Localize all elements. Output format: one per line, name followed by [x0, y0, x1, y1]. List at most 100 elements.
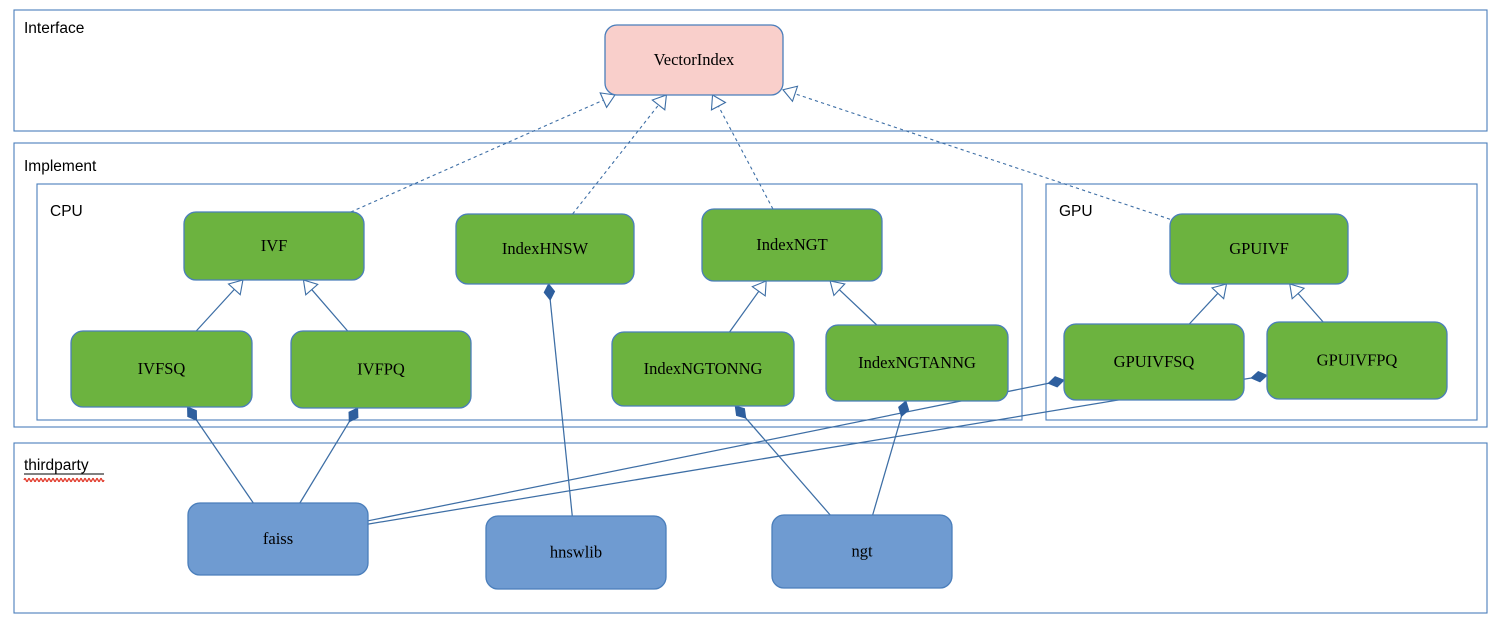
edge-line-hnswlib-to-indexhnsw	[549, 298, 573, 517]
node-ivfpq[interactable]: IVFPQ	[290, 330, 472, 409]
node-box-ivf[interactable]	[183, 211, 365, 281]
edge-line-indexhnsw-to-vectorindex	[572, 103, 661, 215]
edge-line-indexngt-to-vectorindex	[717, 104, 774, 210]
edge-gpuivfsq-to-gpuivf	[1188, 283, 1228, 325]
composition-diamond-faiss-to-ivfsq	[187, 406, 198, 421]
edge-line-faiss-to-ivfpq	[299, 420, 351, 504]
arrowhead-indexngtonng-to-indexngt	[751, 280, 767, 297]
edge-faiss-to-gpuivfpq	[367, 370, 1268, 525]
edge-line-ngt-to-indexngtonng	[744, 416, 831, 516]
edge-ivf-to-vectorindex	[350, 92, 616, 213]
arrowhead-indexngt-to-vectorindex	[710, 94, 727, 111]
edge-line-indexngtanng-to-indexngt	[837, 288, 878, 326]
edge-indexngt-to-vectorindex	[710, 94, 774, 210]
container-label-interface: Interface	[24, 20, 84, 37]
edge-line-faiss-to-gpuivfpq	[367, 377, 1253, 525]
node-label-indexhnsw: IndexHNSW	[502, 239, 589, 258]
composition-diamond-faiss-to-ivfpq	[348, 407, 359, 423]
node-ivfsq[interactable]: IVFSQ	[70, 330, 253, 408]
node-ivf[interactable]: IVF	[183, 211, 365, 281]
node-box-indexngtanng[interactable]	[825, 324, 1009, 402]
edge-ivfpq-to-ivf	[302, 279, 349, 332]
spellcheck-squiggle-thirdparty	[23, 477, 105, 483]
arrowhead-ivfpq-to-ivf	[302, 279, 319, 296]
edge-gpuivfpq-to-gpuivf	[1289, 283, 1324, 323]
edge-line-gpuivf-to-vectorindex	[793, 92, 1171, 220]
node-label-gpuivfsq: GPUIVFSQ	[1114, 352, 1195, 371]
edge-line-gpuivfpq-to-gpuivf	[1296, 291, 1324, 323]
edge-line-faiss-to-ivfsq	[195, 419, 254, 504]
node-box-gpuivf[interactable]	[1169, 213, 1349, 285]
node-label-indexngtanng: IndexNGTANNG	[858, 353, 976, 372]
node-faiss[interactable]: faiss	[187, 502, 369, 576]
edge-gpuivf-to-vectorindex	[782, 85, 1171, 220]
composition-diamond-ngt-to-indexngtonng	[734, 405, 747, 419]
edge-line-ivf-to-vectorindex	[350, 98, 606, 213]
edge-faiss-to-gpuivfsq	[367, 376, 1065, 522]
node-label-ivfsq: IVFSQ	[138, 359, 186, 378]
node-box-indexngt[interactable]	[701, 208, 883, 282]
arrowhead-indexngtanng-to-indexngt	[829, 280, 846, 297]
node-gpuivfpq[interactable]: GPUIVFPQ	[1266, 321, 1448, 400]
edge-line-ngt-to-indexngtanng	[872, 415, 903, 516]
edge-indexngtonng-to-indexngt	[729, 280, 767, 333]
node-box-ivfpq[interactable]	[290, 330, 472, 409]
node-indexngtanng[interactable]: IndexNGTANNG	[825, 324, 1009, 402]
node-label-ngt: ngt	[851, 541, 873, 560]
composition-diamond-faiss-to-gpuivfsq	[1047, 376, 1065, 388]
edge-faiss-to-ivfpq	[299, 407, 359, 504]
arrowhead-gpuivfsq-to-gpuivf	[1210, 283, 1228, 300]
composition-diamond-ngt-to-indexngtanng	[898, 400, 910, 418]
node-indexngtonng[interactable]: IndexNGTONNG	[611, 331, 795, 407]
node-box-indexhnsw[interactable]	[455, 213, 635, 285]
edge-line-ivfsq-to-ivf	[195, 287, 236, 332]
node-box-hnswlib[interactable]	[485, 515, 667, 590]
node-label-indexngtonng: IndexNGTONNG	[644, 359, 763, 378]
edge-indexhnsw-to-vectorindex	[572, 94, 668, 215]
node-vectorindex[interactable]: VectorIndex	[604, 24, 784, 96]
container-label-gpu: GPU	[1059, 203, 1093, 220]
composition-diamond-hnswlib-to-indexhnsw	[543, 283, 556, 301]
node-label-ivf: IVF	[261, 236, 288, 255]
node-box-indexngtonng[interactable]	[611, 331, 795, 407]
node-label-hnswlib: hnswlib	[550, 542, 602, 561]
node-gpuivf[interactable]: GPUIVF	[1169, 213, 1349, 285]
arrowhead-indexhnsw-to-vectorindex	[651, 94, 668, 111]
edge-hnswlib-to-indexhnsw	[543, 283, 573, 517]
edge-faiss-to-ivfsq	[187, 406, 254, 504]
edge-indexngtanng-to-indexngt	[829, 280, 878, 326]
node-box-gpuivfpq[interactable]	[1266, 321, 1448, 400]
edge-line-indexngtonng-to-indexngt	[729, 289, 761, 333]
node-gpuivfsq[interactable]: GPUIVFSQ	[1063, 323, 1245, 401]
edge-ngt-to-indexngtanng	[872, 400, 910, 516]
arrowhead-gpuivfpq-to-gpuivf	[1289, 283, 1306, 300]
node-box-faiss[interactable]	[187, 502, 369, 576]
node-label-ivfpq: IVFPQ	[357, 359, 405, 378]
arrowhead-ivfsq-to-ivf	[227, 279, 244, 296]
node-label-gpuivf: GPUIVF	[1229, 239, 1289, 258]
node-indexngt[interactable]: IndexNGT	[701, 208, 883, 282]
edge-line-faiss-to-gpuivfsq	[367, 382, 1050, 522]
node-box-ivfsq[interactable]	[70, 330, 253, 408]
node-label-gpuivfpq: GPUIVFPQ	[1317, 350, 1398, 369]
node-box-gpuivfsq[interactable]	[1063, 323, 1245, 401]
node-label-indexngt: IndexNGT	[756, 235, 827, 254]
node-label-faiss: faiss	[263, 529, 293, 548]
arrowhead-gpuivf-to-vectorindex	[782, 85, 799, 103]
node-box-ngt[interactable]	[771, 514, 953, 589]
node-box-vectorindex[interactable]	[604, 24, 784, 96]
edge-ivfsq-to-ivf	[195, 279, 244, 332]
node-ngt[interactable]: ngt	[771, 514, 953, 589]
edge-line-gpuivfsq-to-gpuivf	[1188, 291, 1220, 325]
edge-layer	[187, 85, 1324, 525]
node-hnswlib[interactable]: hnswlib	[485, 515, 667, 590]
node-indexhnsw[interactable]: IndexHNSW	[455, 213, 635, 285]
edge-ngt-to-indexngtonng	[734, 405, 831, 516]
edge-line-ivfpq-to-ivf	[310, 287, 349, 332]
container-label-cpu: CPU	[50, 203, 83, 220]
composition-diamond-faiss-to-gpuivfpq	[1250, 370, 1268, 383]
arrowhead-ivf-to-vectorindex	[599, 92, 616, 109]
